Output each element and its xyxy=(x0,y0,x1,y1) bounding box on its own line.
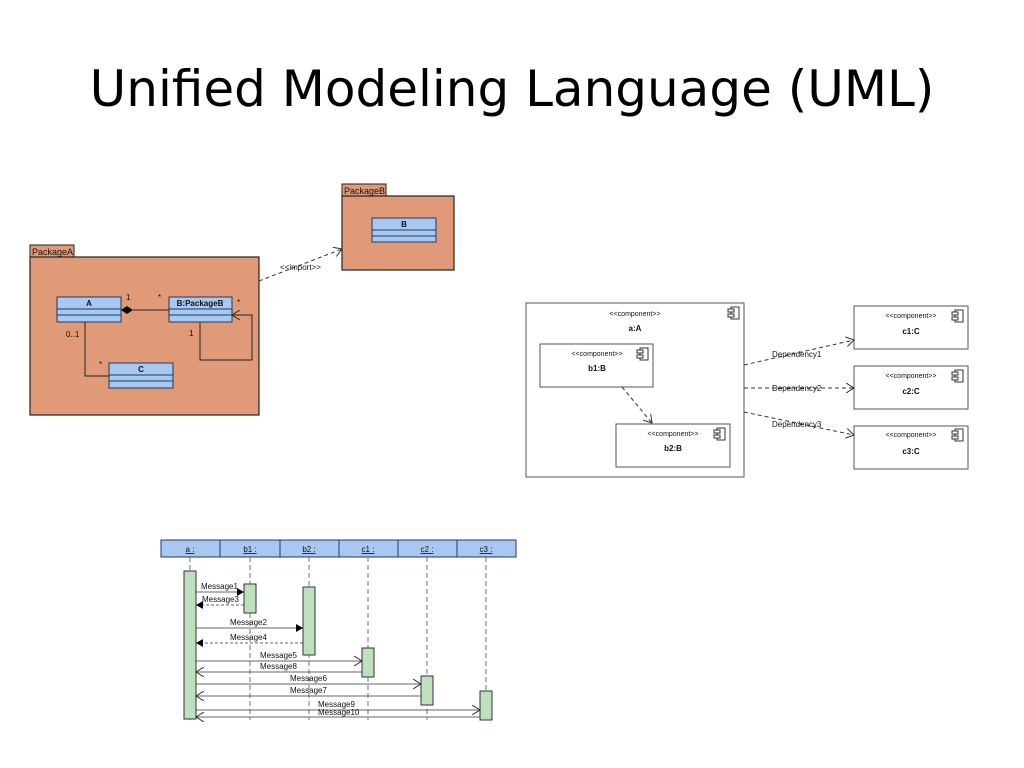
activation-a xyxy=(183,570,197,720)
lifeline-c2-label: c2 : xyxy=(421,545,434,554)
component-a-label: a:A xyxy=(629,324,642,333)
lifeline-header: a : b1 : b2 : c1 : c2 : c3 : xyxy=(160,539,517,558)
mult-a-bottom: 0..1 xyxy=(66,330,80,339)
lifeline-b1-label: b1 : xyxy=(243,545,256,554)
composition-association: 1 * xyxy=(121,293,169,314)
lifeline-a-label: a : xyxy=(186,545,195,554)
dependency-1-label: Dependency1 xyxy=(772,350,822,359)
message-label-9: Message9 xyxy=(318,700,355,709)
component-b2: <<component>> b2:B xyxy=(615,423,731,468)
class-b-packageb-label: B:PackageB xyxy=(177,299,224,308)
class-b: B xyxy=(371,217,437,243)
component-a-stereotype: <<component>> xyxy=(610,311,661,318)
lifeline-c3-label: c3 : xyxy=(480,545,493,554)
component-c3-stereotype: <<component>> xyxy=(886,432,937,439)
activation-b2 xyxy=(302,586,316,656)
dependency-1: Dependency1 xyxy=(743,340,854,366)
activation-c3 xyxy=(479,690,493,721)
component-icon xyxy=(636,347,649,361)
class-b-label: B xyxy=(401,220,407,229)
mult-b-end: * xyxy=(158,293,161,302)
class-c: C xyxy=(108,362,174,389)
component-icon xyxy=(713,427,726,441)
package-b-label: PackageB xyxy=(344,186,385,196)
mult-c-end: * xyxy=(99,360,102,369)
component-b2-stereotype: <<component>> xyxy=(648,431,699,438)
mult-b-bottom: 1 xyxy=(189,329,194,338)
component-icon xyxy=(951,369,964,383)
lifeline-b2-label: b2 : xyxy=(302,545,315,554)
dependency-2: Dependency2 xyxy=(744,384,854,393)
message-label-8: Message8 xyxy=(260,662,297,671)
message-label-5: Message5 xyxy=(260,651,297,660)
class-c-label: C xyxy=(138,365,144,374)
component-diagram: <<component>> a:A <<component>> b1:B <<c… xyxy=(525,302,969,478)
component-b2-label: b2:B xyxy=(664,444,682,453)
b1-b2-dependency xyxy=(621,386,652,423)
dependency-3: Dependency3 xyxy=(743,411,854,435)
messages xyxy=(196,588,480,717)
activation-c1 xyxy=(361,647,375,678)
slide-title: Unified Modeling Language (UML) xyxy=(89,60,935,118)
class-a-label: A xyxy=(86,299,92,308)
component-c1-stereotype: <<component>> xyxy=(886,313,937,320)
component-c1-label: c1:C xyxy=(902,327,920,336)
message-label-6: Message6 xyxy=(290,674,327,683)
dependency-2-label: Dependency2 xyxy=(772,384,822,393)
component-c1: <<component>> c1:C xyxy=(853,305,969,350)
activation-c2 xyxy=(420,675,434,706)
component-c3-label: c3:C xyxy=(902,447,920,456)
message-label-2: Message2 xyxy=(230,618,267,627)
a-c-association: 0..1 * xyxy=(66,322,109,377)
package-a-label: PackageA xyxy=(32,247,73,257)
message-label-10: Message10 xyxy=(318,708,360,717)
message-label-3: Message3 xyxy=(202,595,239,604)
component-icon xyxy=(951,428,964,442)
component-b1-stereotype: <<component>> xyxy=(572,351,623,358)
component-b1-label: b1:B xyxy=(588,364,606,373)
package-a: PackageA xyxy=(29,244,260,416)
sequence-diagram: a : b1 : b2 : c1 : c2 : c3 : xyxy=(160,539,517,721)
import-label: <<import>> xyxy=(280,263,321,272)
class-diagram: PackageA PackageB B A B:PackageB xyxy=(29,183,455,416)
dependency-3-label: Dependency3 xyxy=(772,420,822,429)
import-dependency: <<import>> xyxy=(258,249,342,282)
component-c3: <<component>> c3:C xyxy=(853,425,969,470)
component-b1: <<component>> b1:B xyxy=(539,343,654,388)
activation-b1 xyxy=(243,583,257,614)
message-label-7: Message7 xyxy=(290,686,327,695)
class-b-packageb: B:PackageB xyxy=(168,296,233,323)
message-label-1: Message1 xyxy=(201,582,238,591)
lifeline-c1-label: c1 : xyxy=(362,545,375,554)
mult-b-self: * xyxy=(237,298,240,307)
component-icon xyxy=(951,309,964,323)
message-label-4: Message4 xyxy=(230,633,267,642)
component-c2-stereotype: <<component>> xyxy=(886,373,937,380)
component-icon xyxy=(727,306,740,320)
message-labels: Message1 Message3 Message2 Message4 Mess… xyxy=(201,582,360,717)
mult-a-end: 1 xyxy=(126,293,131,302)
self-association: * 1 xyxy=(189,298,253,361)
class-a: A xyxy=(56,296,122,323)
component-c2-label: c2:C xyxy=(902,387,920,396)
component-c2: <<component>> c2:C xyxy=(853,365,969,410)
activations xyxy=(183,570,493,721)
